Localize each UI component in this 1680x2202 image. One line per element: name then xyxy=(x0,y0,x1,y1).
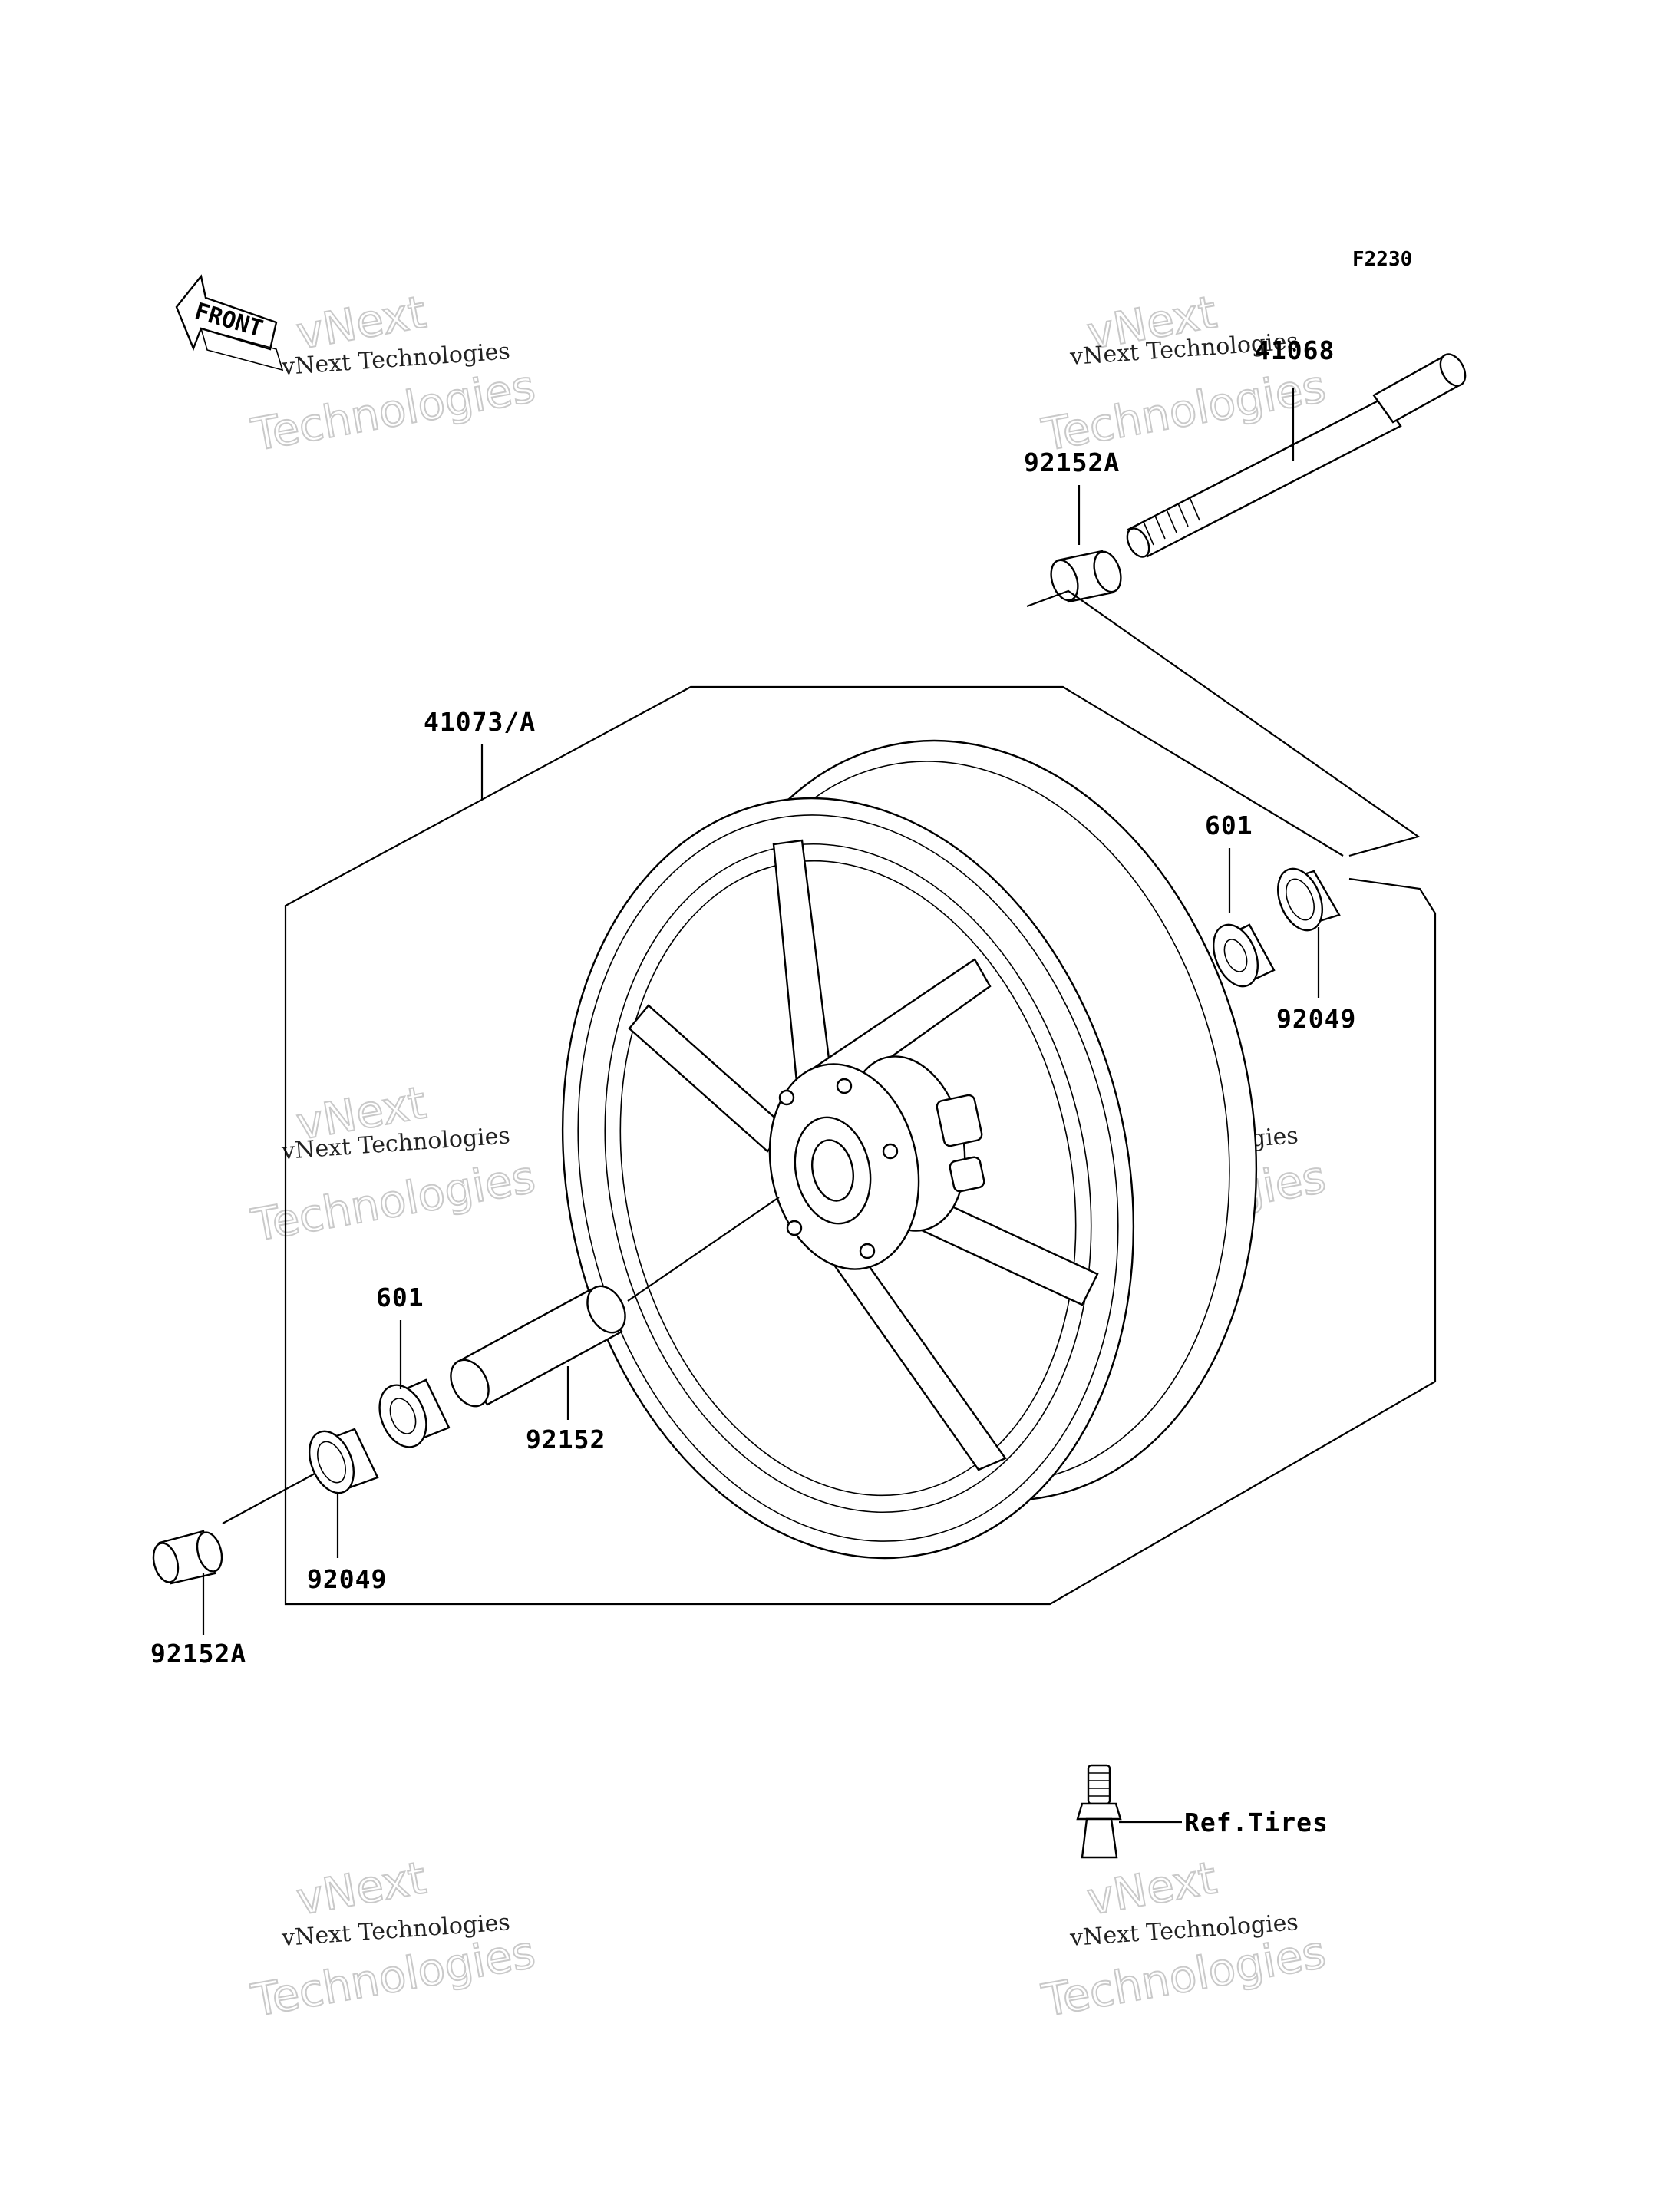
wheel-icon xyxy=(561,739,1258,1560)
front-arrow-icon: FRONT xyxy=(175,274,284,371)
part-number-collar-right: 92152A xyxy=(1024,447,1120,477)
part-number-collar-left: 92152A xyxy=(150,1639,246,1669)
figure-code: F2230 xyxy=(1352,248,1412,271)
part-number-wheel: 41073/A xyxy=(424,707,536,737)
axle-icon xyxy=(1126,353,1467,558)
spacer-icon xyxy=(450,1285,626,1408)
bearing-right-icon xyxy=(1213,923,1276,988)
watermark-big-text: Technologies xyxy=(1038,360,1329,461)
collar-left-icon xyxy=(152,1530,223,1585)
seal-left-icon xyxy=(309,1428,379,1494)
ref-tires-label: Ref.Tires xyxy=(1184,1807,1328,1837)
seal-right-icon xyxy=(1277,867,1341,932)
leader-line xyxy=(627,1197,780,1302)
leader-line xyxy=(222,1473,315,1524)
collar-right-icon xyxy=(1050,550,1122,603)
part-number-seal-right: 92049 xyxy=(1276,1004,1356,1034)
bearing-left-icon xyxy=(378,1378,451,1448)
watermark-big-text: Technologies xyxy=(247,1151,539,1252)
part-number-bearing-left: 601 xyxy=(376,1283,424,1312)
watermark-big-text: vNext xyxy=(292,1851,430,1925)
valve-stem-icon xyxy=(1076,1764,1122,1859)
part-number-seal-left: 92049 xyxy=(307,1564,387,1594)
part-number-spacer: 92152 xyxy=(526,1425,606,1454)
watermark-big-text: vNext xyxy=(1083,1851,1220,1925)
part-number-bearing-right: 601 xyxy=(1205,810,1253,840)
leader-line xyxy=(1026,589,1421,857)
group-outline xyxy=(284,685,1437,1606)
part-number-axle: 41068 xyxy=(1255,335,1335,365)
